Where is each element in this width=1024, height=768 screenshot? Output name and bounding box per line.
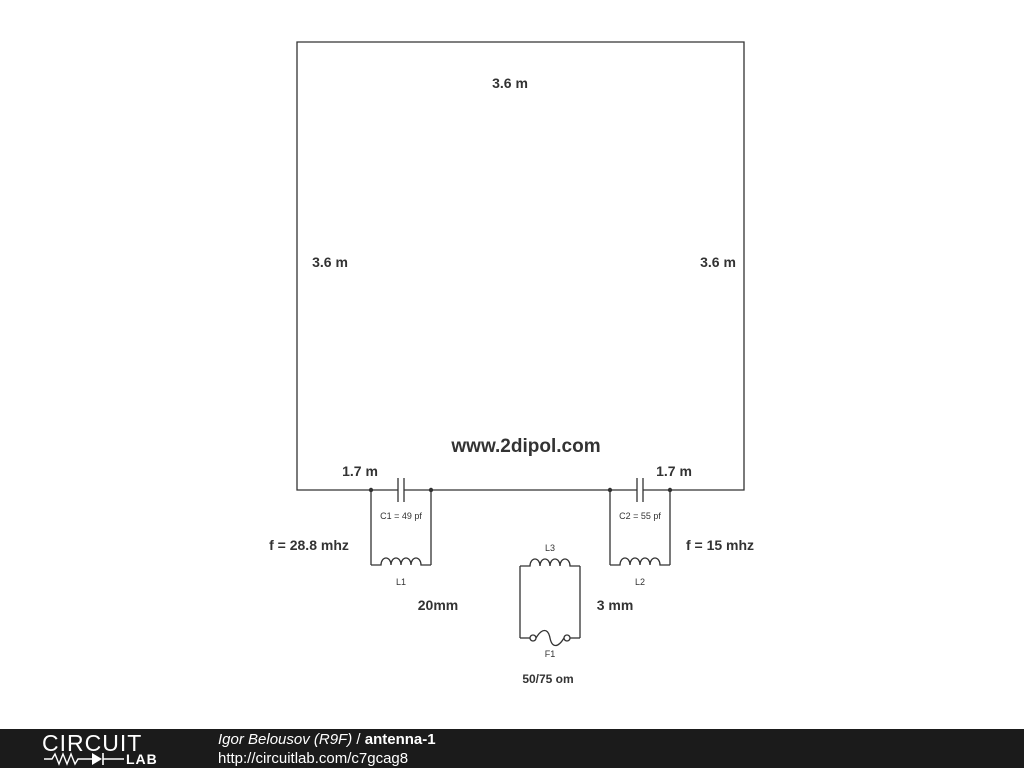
credit-separator: / [352, 731, 365, 748]
frequency-right-label: f = 15 mhz [686, 537, 754, 553]
f1-label: F1 [545, 649, 556, 659]
dimension-left-label: 3.6 m [312, 254, 348, 270]
logo-bottom-text: LAB [126, 751, 158, 767]
size-left-label: 20mm [418, 597, 458, 613]
credit-line: Igor Belousov (R9F) / antenna-1 [218, 730, 436, 749]
fuse-f1 [535, 629, 565, 647]
size-right-label: 3 mm [597, 597, 634, 613]
dimension-bottom-right-label: 1.7 m [656, 463, 692, 479]
logo-top-text: CIRCUIT [42, 730, 143, 756]
logo-resistor-diode-icon [44, 752, 124, 766]
dimension-top-label: 3.6 m [492, 75, 528, 91]
author-name[interactable]: Igor Belousov (R9F) [218, 731, 353, 748]
dimension-bottom-left-label: 1.7 m [342, 463, 378, 479]
inductor-l1 [371, 557, 431, 566]
coupling-loop [519, 558, 581, 647]
frequency-left-label: f = 28.8 mhz [269, 537, 349, 553]
c2-label: C2 = 55 pf [619, 511, 661, 521]
feed-terminal-left [529, 634, 537, 642]
l3-label: L3 [545, 543, 555, 553]
feed-terminal-right [563, 634, 571, 642]
inductor-l2 [610, 557, 670, 566]
tank-circuit-right [607, 478, 673, 566]
l2-label: L2 [635, 577, 645, 587]
dimension-right-label: 3.6 m [700, 254, 736, 270]
antenna-schematic: 3.6 m 3.6 m 3.6 m www.2dipol.com 1.7 m 1… [269, 41, 754, 686]
inductor-l3 [520, 558, 580, 567]
loop-antenna [296, 41, 745, 491]
circuitlab-logo[interactable]: CIRCUIT LAB [42, 731, 182, 767]
credit-block: Igor Belousov (R9F) / antenna-1 http://c… [218, 730, 436, 768]
tank-circuit-left [368, 478, 434, 566]
circuit-title[interactable]: antenna-1 [364, 731, 436, 748]
c1-label: C1 = 49 pf [380, 511, 422, 521]
website-label: www.2dipol.com [450, 436, 600, 457]
l1-label: L1 [396, 577, 406, 587]
impedance-label: 50/75 om [522, 672, 573, 686]
footer-bar: CIRCUIT LAB Igor Belousov (R9F) / antenn… [0, 729, 1024, 768]
circuit-url[interactable]: http://circuitlab.com/c7gcag8 [218, 750, 409, 767]
